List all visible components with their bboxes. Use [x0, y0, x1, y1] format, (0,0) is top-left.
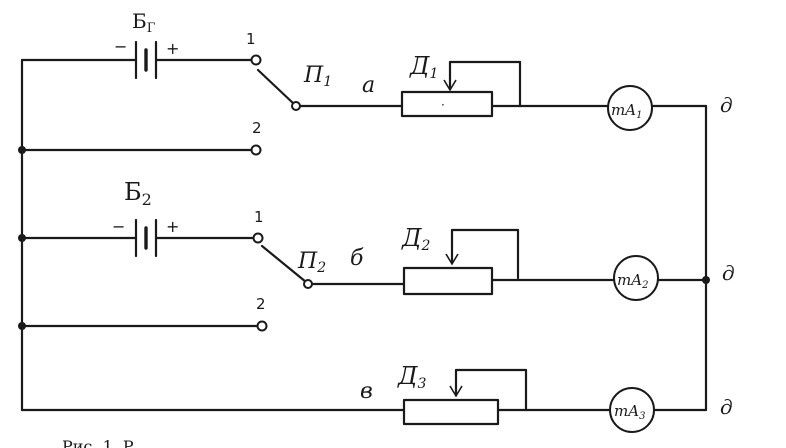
node-branch3: [18, 322, 26, 330]
switch-1-contact-2: [250, 144, 262, 156]
switch-2-pos2-label: 2: [256, 295, 266, 313]
switch-2-blade: [260, 244, 308, 284]
switch-2-pivot: [303, 279, 313, 289]
point-a-label: а: [362, 73, 375, 98]
switch-2-pos1-label: 1: [254, 208, 264, 226]
point-v-label: в: [360, 379, 373, 404]
battery-2-minus: −: [112, 217, 125, 236]
rheostat-2: [402, 266, 494, 296]
point-b-label: б: [350, 246, 364, 271]
rheostat-3-slider: [449, 368, 528, 412]
node-branch1: [18, 146, 26, 154]
node-branch2: [18, 234, 26, 242]
switch-2-contact-1: [252, 232, 264, 244]
rheostat-2-label: Д2: [401, 224, 431, 254]
switch-1-pivot: [291, 101, 301, 111]
meter-2: [613, 255, 659, 301]
switch-2-label: П2: [297, 249, 326, 276]
battery-2: [134, 218, 158, 258]
switch-1-pos1-label: 1: [246, 30, 256, 48]
rheostat-1-label: Д1: [409, 52, 438, 82]
battery-2-plus: +: [166, 217, 179, 236]
rheostat-1-slider: [443, 60, 522, 108]
meter-1: [607, 85, 653, 131]
figure-caption: Рис. 1. Р...: [62, 437, 149, 448]
battery-2-label: Б2: [124, 178, 152, 209]
rheostat-3: [402, 398, 500, 426]
right-label-1: д: [720, 93, 733, 117]
switch-1-pos2-label: 2: [252, 119, 262, 137]
rheostat-2-slider: [445, 228, 520, 280]
switch-1-label: П1: [303, 63, 332, 90]
switch-2-contact-2: [256, 320, 268, 332]
meter-2-label: mA2: [617, 271, 648, 291]
rheostat-3-label: Д3: [397, 362, 427, 392]
battery-1-label: БГ: [132, 9, 156, 36]
battery-1-plus: +: [166, 39, 179, 58]
switch-1-contact-1: [250, 54, 262, 66]
battery-1: [134, 40, 158, 80]
right-label-2: д: [722, 261, 735, 285]
battery-1-minus: −: [114, 37, 127, 56]
meter-1-label: mA1: [611, 101, 642, 121]
rheostat-1: [400, 90, 494, 118]
meter-3-label: mA3: [614, 402, 645, 422]
switch-1-blade: [256, 68, 296, 106]
rheostat-1-dot: ·: [441, 98, 445, 112]
right-label-3: д: [720, 395, 733, 419]
